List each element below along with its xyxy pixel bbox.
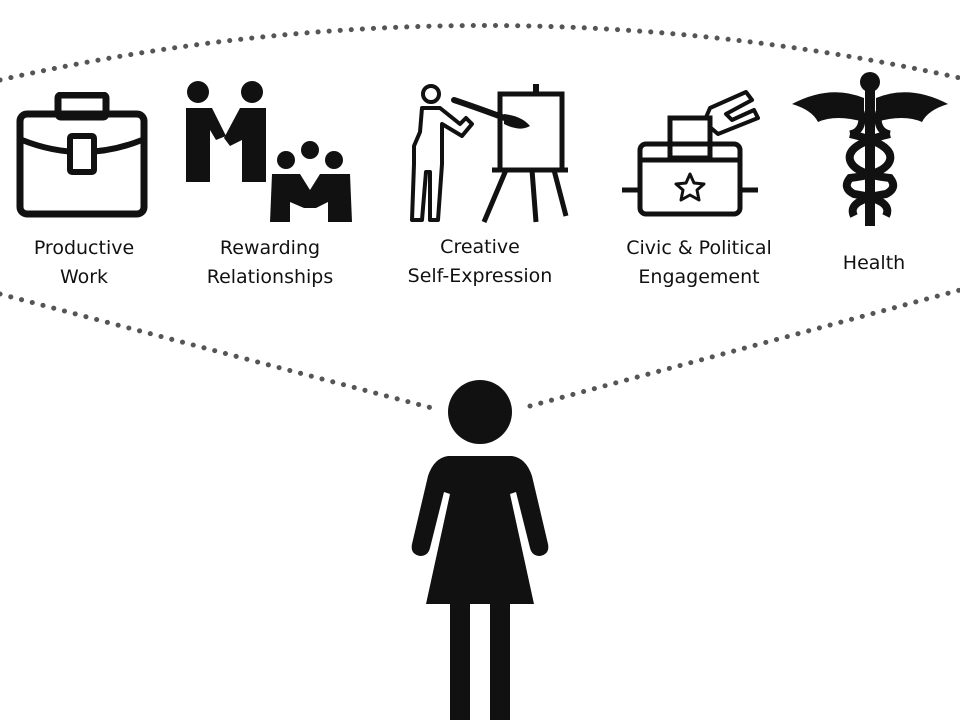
domain-label-creative-self-expression: Creative Self-Expression (382, 233, 578, 291)
people-relationships-icon (186, 81, 352, 222)
domain-label-rewarding-relationships: Rewarding Relationships (180, 234, 360, 292)
domain-label-productive-work: Productive Work (4, 234, 164, 292)
label-line: Relationships (206, 266, 334, 288)
label-line: Self-Expression (407, 265, 553, 287)
caduceus-icon (792, 72, 948, 226)
label-line: Engagement (638, 266, 760, 288)
label-line: Creative (440, 236, 520, 258)
label-line: Productive (33, 237, 135, 259)
domain-label-civic-political-engagement: Civic & Political Engagement (598, 234, 800, 292)
label-line: Civic & Political (626, 237, 772, 259)
woman-icon (411, 380, 549, 720)
ballot-box-icon (622, 90, 760, 217)
label-line: Rewarding (219, 237, 321, 259)
domain-label-health: Health (814, 249, 934, 278)
painter-easel-icon (410, 84, 569, 223)
briefcase-icon (16, 92, 148, 218)
label-line: Health (842, 252, 906, 274)
label-line: Work (59, 266, 109, 288)
